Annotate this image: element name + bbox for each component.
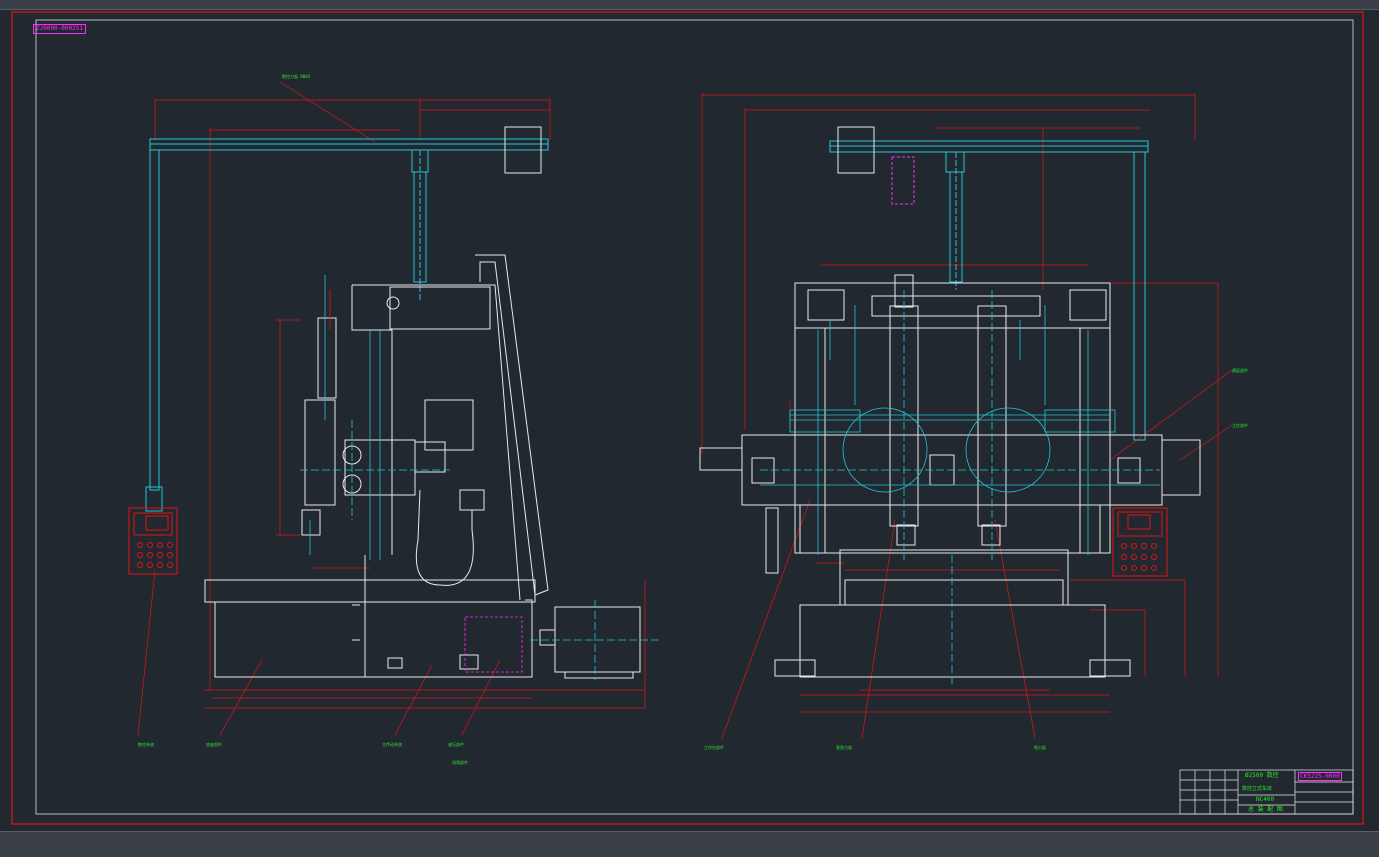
- title-drawing-number: CK5225-0000: [1298, 772, 1342, 781]
- left-side-view: [128, 81, 662, 736]
- title-line-2: 数控立式车床: [1242, 786, 1273, 792]
- tag-hydraulic: 液压部件: [448, 742, 464, 747]
- tag-control-system: 数控系统: [138, 742, 154, 747]
- front-hidden-part: [891, 156, 915, 205]
- tag-vertical-tool-post: 垂直刀架: [836, 745, 852, 750]
- left-dimension-lines: [137, 81, 646, 736]
- window-status-bar: [0, 831, 1379, 857]
- cad-drawing-svg: [11, 11, 1364, 825]
- left-pendant-control: [128, 507, 178, 575]
- drawing-canvas[interactable]: ZJ0000-0002S1 数控刀架 NB04 数控系统 底座部件 主传动系统 …: [0, 10, 1379, 830]
- front-crane-arm: [829, 126, 1149, 441]
- front-dimension-lines: [701, 93, 1233, 739]
- drawing-corner-id: ZJ0000-0002S1: [33, 24, 86, 34]
- left-crane-arm: [145, 126, 549, 512]
- title-line-1: Ø2500 数控: [1245, 772, 1279, 779]
- window-top-bar: [0, 0, 1379, 10]
- tag-crossbeam: 横梁部件: [1232, 368, 1248, 373]
- title-model: NC400: [1256, 796, 1275, 803]
- tag-side-tool-post: 侧刀架: [1034, 745, 1046, 750]
- tag-worktable: 工作台部件: [704, 745, 724, 750]
- front-view: [699, 93, 1233, 739]
- outer-frame: [11, 11, 1364, 825]
- tag-tool-post: 数控刀架 NB04: [282, 74, 311, 79]
- title-block-lines: [1179, 769, 1354, 815]
- front-pendant-control: [1112, 507, 1168, 577]
- tag-base-part: 底座部件: [206, 742, 222, 747]
- tag-lubrication: 润滑部件: [452, 760, 468, 765]
- front-machine-body: [699, 274, 1201, 678]
- tag-main-drive: 主传动系统: [382, 742, 402, 747]
- left-hidden-hydraulic: [464, 616, 523, 673]
- left-cyan-details: [300, 275, 662, 680]
- title-sheet: 总 装 配 图: [1248, 806, 1283, 813]
- tag-column: 立柱部件: [1232, 423, 1248, 428]
- front-cyan-details: [760, 290, 1160, 685]
- inner-frame: [35, 19, 1354, 815]
- left-machine-body: [204, 254, 641, 679]
